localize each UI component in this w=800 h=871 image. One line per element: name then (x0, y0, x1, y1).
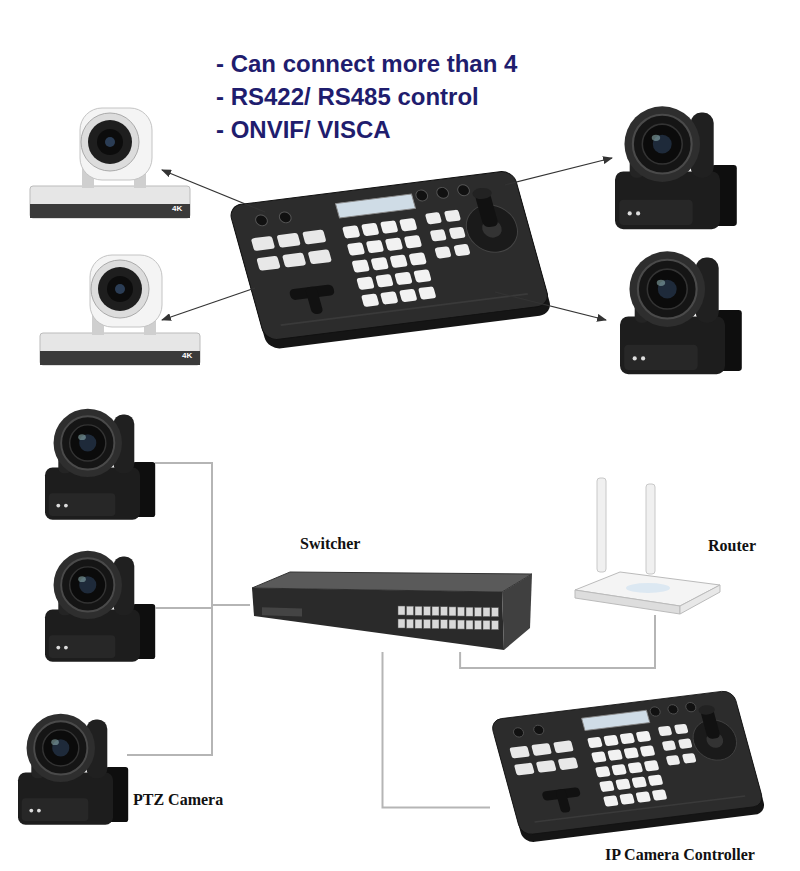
network-switch (449, 607, 456, 616)
router (626, 583, 670, 593)
network-switch (458, 620, 465, 629)
network-wire (155, 463, 212, 605)
control-arrow (495, 292, 606, 320)
network-switch (458, 607, 465, 616)
network-switch (441, 607, 448, 616)
network-wire (155, 607, 212, 609)
feature-note: - RS422/ RS485 control (216, 83, 479, 112)
network-switch (398, 619, 405, 628)
network-switch (492, 608, 499, 617)
router (646, 484, 655, 574)
network-switch (466, 620, 473, 629)
network-switch (252, 588, 504, 650)
network-switch (441, 620, 448, 629)
controller-keyboard (228, 170, 553, 350)
network-switch (398, 606, 405, 615)
model-badge: 4K (182, 352, 192, 360)
network-switch (466, 607, 473, 616)
network-switch (262, 607, 302, 616)
feature-note: - Can connect more than 4 (216, 50, 517, 79)
network-switch (424, 619, 431, 628)
network-switch (407, 606, 414, 615)
router (680, 585, 720, 614)
white-camera (40, 255, 200, 365)
ptz-camera (18, 714, 128, 825)
network-switch (432, 620, 439, 629)
network-switch (483, 621, 490, 630)
network-switch (449, 620, 456, 629)
network-switch (432, 607, 439, 616)
feature-note: - ONVIF/ VISCA (216, 116, 391, 145)
network-wire (460, 615, 655, 668)
controller-node: IP Camera Controller (490, 695, 765, 843)
control-arrow (162, 170, 265, 212)
camera-node: PTZ Camera (15, 705, 127, 835)
ptz-camera (45, 551, 155, 662)
router (575, 590, 680, 614)
router (597, 478, 606, 572)
device-label: PTZ Camera (133, 790, 223, 809)
network-switch (415, 619, 422, 628)
network-wire (127, 605, 250, 755)
controller-keyboard (490, 690, 767, 843)
control-arrow (505, 158, 612, 185)
router (575, 478, 720, 614)
network-switch (398, 606, 499, 630)
device-label: Switcher (300, 534, 360, 553)
network-switch (475, 607, 482, 616)
network-switch (483, 608, 490, 617)
network-switch (492, 621, 499, 630)
network-switch (475, 620, 482, 629)
ptz-camera (620, 251, 742, 374)
control-arrow (162, 288, 255, 320)
device-label: IP Camera Controller (605, 845, 755, 864)
network-wire (383, 652, 491, 808)
white-camera (30, 108, 190, 218)
network-switch (502, 574, 532, 650)
ptz-camera (45, 409, 155, 520)
network-switch (424, 606, 431, 615)
network-switch (407, 619, 414, 628)
ptz-camera (615, 106, 737, 229)
switch-node: Switcher (250, 568, 532, 652)
router-node: Router (572, 470, 722, 615)
model-badge: 4K (172, 205, 182, 213)
device-label: Router (708, 536, 756, 555)
network-switch (415, 606, 422, 615)
network-switch (252, 572, 532, 650)
